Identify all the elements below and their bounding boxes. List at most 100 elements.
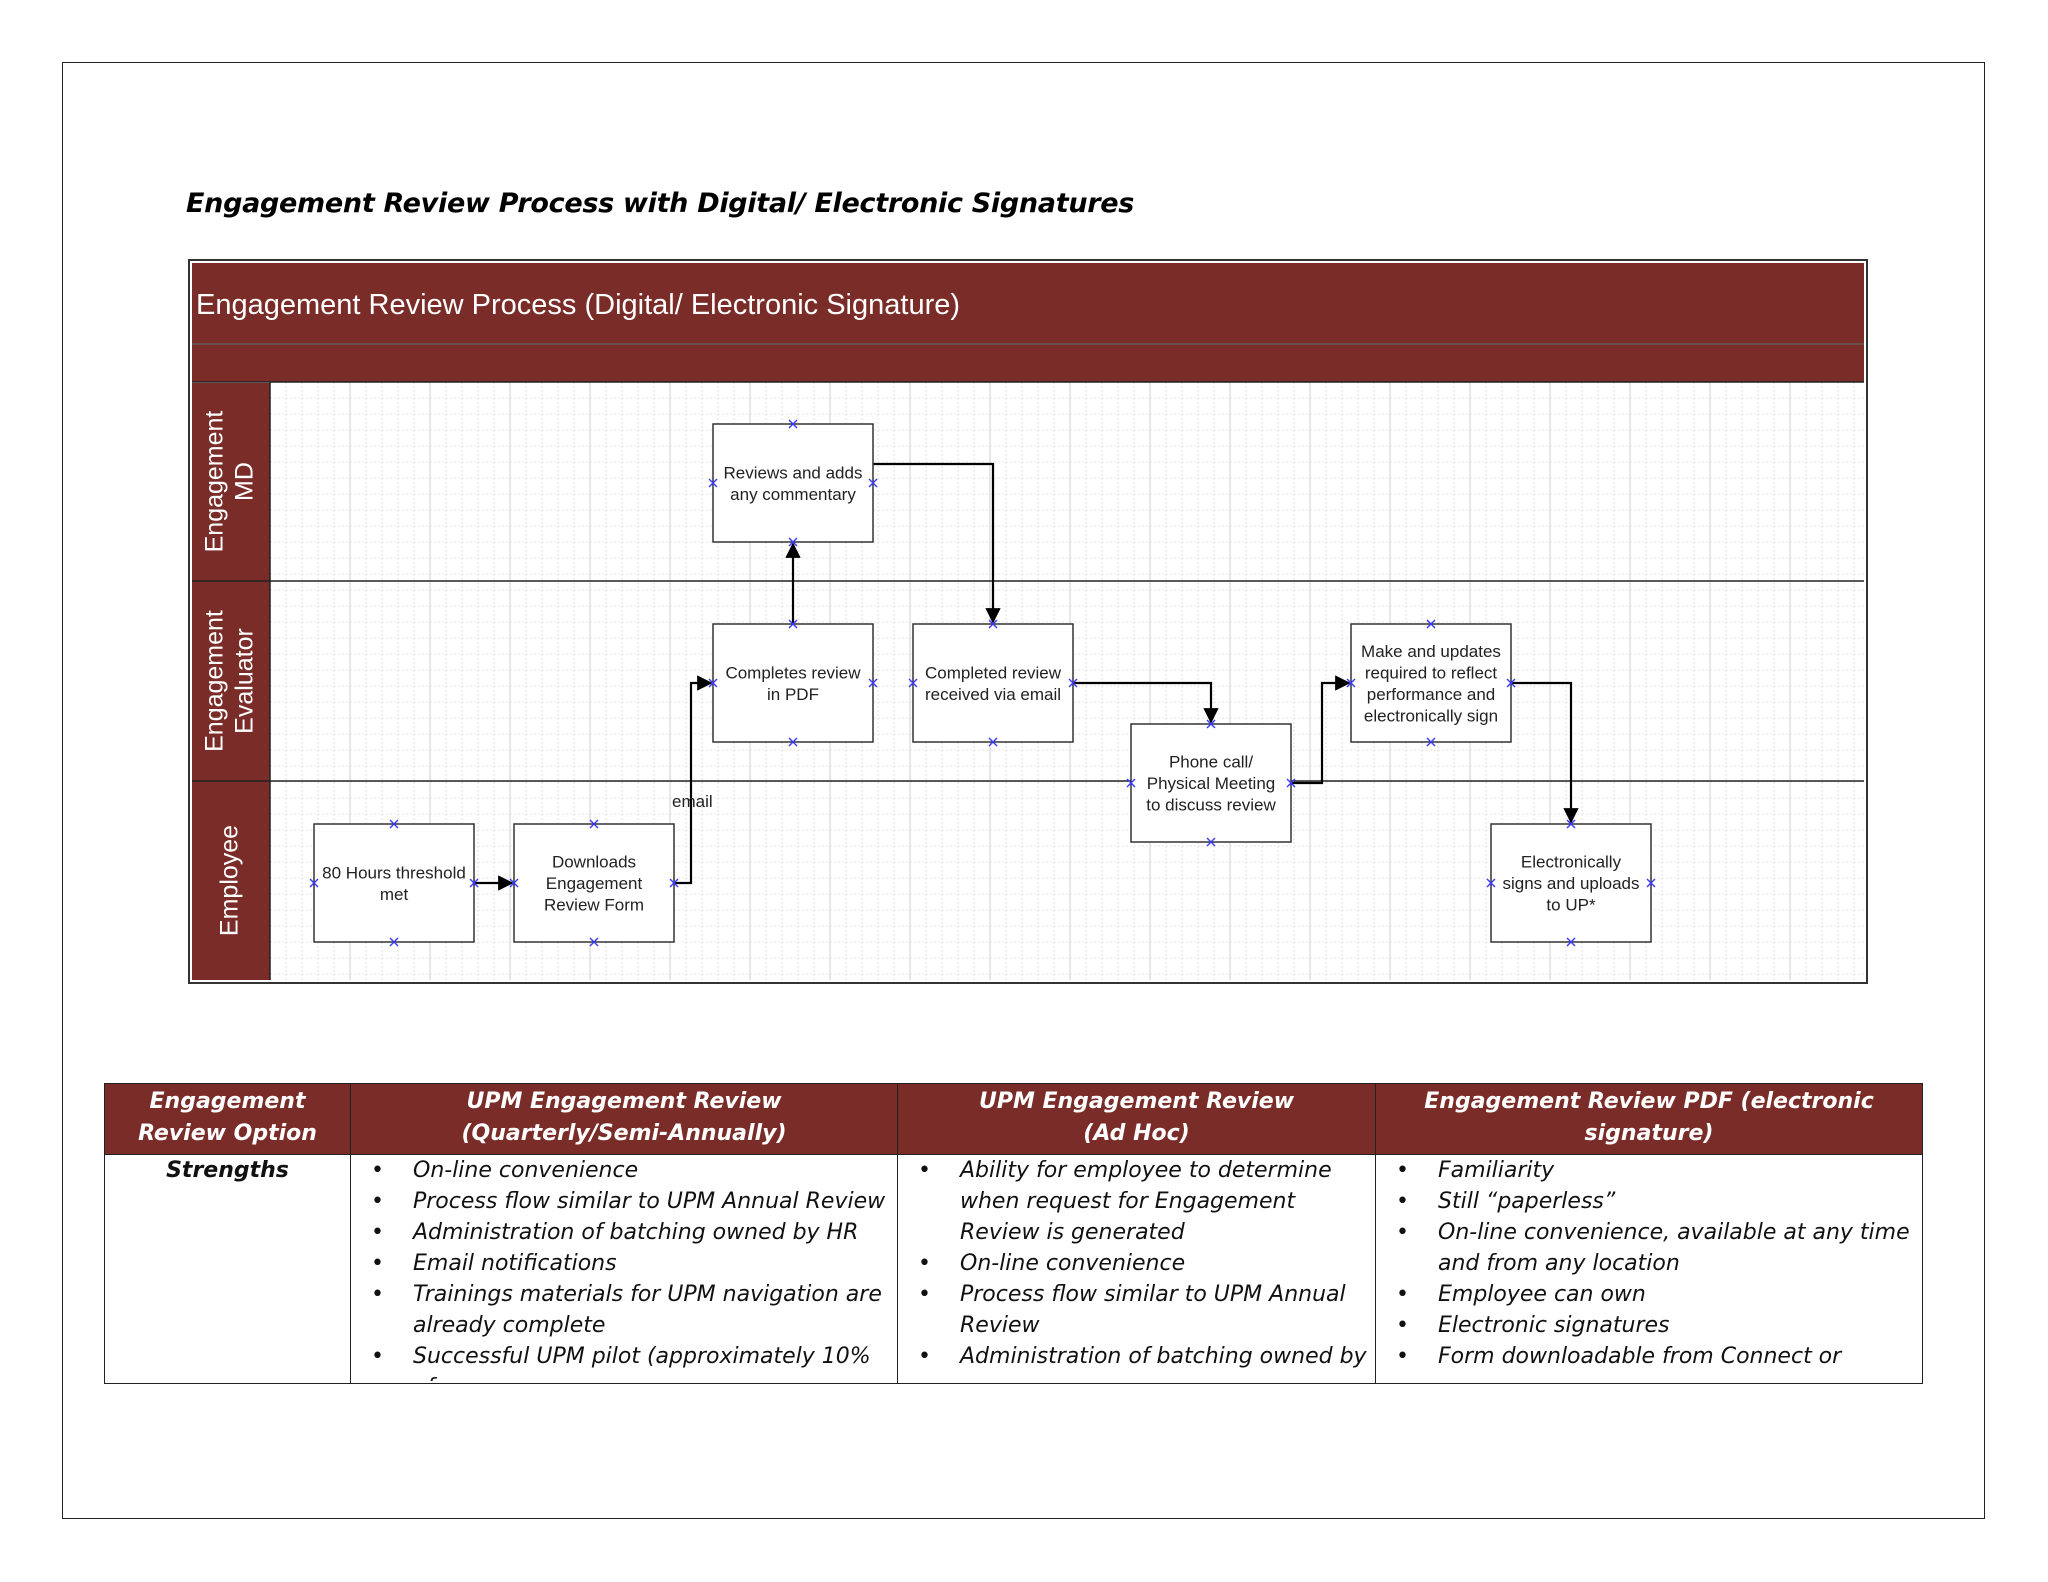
process-step-text: Review Form: [544, 896, 644, 915]
lane-header-column: [192, 383, 270, 980]
connection-handle-icon: [1426, 737, 1436, 747]
process-step-text: electronically sign: [1364, 706, 1498, 725]
list-item: On-line convenience: [357, 1156, 891, 1187]
connection-handle-icon: [509, 878, 519, 888]
connection-handle-icon: [669, 878, 679, 888]
process-step-complete: Completes review in PDF: [708, 619, 878, 747]
bullet-list: Familiarity Still “paperless” On-line co…: [1382, 1156, 1916, 1382]
list-item: Form downloadable from Connect or: [1382, 1341, 1916, 1372]
list-item: On-line convenience: [904, 1248, 1369, 1279]
table-row: Strengths On-line convenience Process fl…: [104, 1154, 1923, 1384]
list-item: Familiarity: [1382, 1156, 1916, 1187]
connection-handle-icon: [1346, 678, 1356, 688]
lane-label-md: MD: [231, 462, 259, 501]
connector-arrow: [1511, 681, 1579, 824]
connection-handle-icon: [708, 478, 718, 488]
list-item: Administration of batching owned by: [904, 1341, 1369, 1372]
list-item: Trainings materials for UPM navigation a…: [357, 1279, 891, 1341]
list-item: On-line convenience, available at any ti…: [1382, 1217, 1916, 1279]
process-step-text: Engagement: [546, 874, 643, 893]
list-item: Employee can own: [1382, 1279, 1916, 1310]
connection-handle-icon: [1506, 678, 1516, 688]
process-step-text: performance and: [1367, 685, 1496, 704]
connector-label: email: [672, 792, 713, 811]
connection-handle-icon: [469, 878, 479, 888]
connection-handle-icon: [868, 478, 878, 488]
process-step-text: Reviews and adds: [724, 463, 863, 482]
process-step-md-review: Reviews and adds any commentary: [708, 419, 878, 547]
connection-handle-icon: [1646, 878, 1656, 888]
bullet-list: On-line convenience Process flow similar…: [357, 1156, 891, 1382]
process-step-text: Phone call/: [1169, 753, 1253, 772]
list-item: Successful UPM pilot (approximately 10% …: [357, 1341, 891, 1381]
connection-handle-icon: [868, 678, 878, 688]
process-step-text: met: [380, 885, 409, 904]
swimlane-diagram: Engagement Review Process (Digital/ Elec…: [188, 259, 1868, 984]
connector-arrow: [1291, 675, 1351, 785]
connection-handle-icon: [988, 737, 998, 747]
process-step-text: Electronically: [1521, 853, 1622, 872]
list-item: Email notifications: [357, 1248, 891, 1279]
connection-handle-icon: [1206, 837, 1216, 847]
process-step-text: Downloads: [552, 853, 636, 872]
bullet-list: Ability for employee to determine when r…: [904, 1156, 1369, 1382]
connection-handle-icon: [389, 819, 399, 829]
process-step-text: any commentary: [730, 485, 856, 504]
connection-handle-icon: [1068, 678, 1078, 688]
connection-handle-icon: [1286, 778, 1296, 788]
document-heading: Engagement Review Process with Digital/ …: [186, 188, 1135, 219]
list-item: Ability for employee to determine when r…: [904, 1156, 1369, 1249]
connection-handle-icon: [788, 737, 798, 747]
strengths-pdf-esignature: Familiarity Still “paperless” On-line co…: [1375, 1154, 1923, 1384]
swimlane-diagram-canvas: Engagement Review Process (Digital/ Elec…: [192, 263, 1864, 980]
process-step-text: Physical Meeting: [1147, 774, 1276, 793]
connector-arrow: [1073, 681, 1219, 724]
header-upm-adhoc: UPM Engagement Review (Ad Hoc): [897, 1083, 1376, 1155]
connection-handle-icon: [788, 537, 798, 547]
comparison-table: Engagement Review Option UPM Engagement …: [104, 1083, 1923, 1384]
connection-handle-icon: [589, 819, 599, 829]
connectors: email: [474, 462, 1579, 891]
diagram-subheader-bar: [192, 345, 1864, 382]
row-label-strengths: Strengths: [104, 1154, 351, 1384]
list-item: Electronic signatures: [1382, 1310, 1916, 1341]
connection-handle-icon: [1126, 778, 1136, 788]
connection-handle-icon: [988, 619, 998, 629]
process-step-meeting: Phone call/Physical Meeting to discuss re…: [1126, 719, 1296, 847]
process-step-text: Make and updates: [1361, 642, 1501, 661]
connection-handle-icon: [1566, 819, 1576, 829]
process-step-text: to UP*: [1546, 896, 1596, 915]
process-step-text: signs and uploads: [1502, 874, 1639, 893]
diagram-title-bar: [192, 263, 1864, 343]
list-item: Still “paperless”: [1382, 1186, 1916, 1217]
lane-label-evaluator: Engagement: [201, 610, 229, 752]
connection-handle-icon: [908, 678, 918, 688]
connection-handle-icon: [389, 937, 399, 947]
process-step-text: in PDF: [767, 685, 819, 704]
diagram-title: Engagement Review Process (Digital/ Elec…: [196, 289, 960, 321]
strengths-upm-quarterly: On-line convenience Process flow similar…: [350, 1154, 898, 1384]
process-step-text: to discuss review: [1146, 796, 1276, 815]
lane-label-md: Engagement: [201, 411, 229, 553]
process-step-threshold: 80 Hours threshold met: [309, 819, 479, 947]
process-step-text: received via email: [925, 685, 1061, 704]
header-upm-quarterly: UPM Engagement Review (Quarterly/Semi-An…: [350, 1083, 898, 1155]
connector-arrow: [674, 675, 713, 885]
process-step-text: Completes review: [725, 663, 861, 682]
comparison-table-container: Engagement Review Option UPM Engagement …: [104, 1083, 1923, 1384]
header-review-option: Engagement Review Option: [104, 1083, 351, 1155]
lane-label-employee: Employee: [216, 825, 244, 936]
table-header-row: Engagement Review Option UPM Engagement …: [104, 1083, 1923, 1155]
process-step-text: 80 Hours threshold: [322, 863, 466, 882]
header-pdf-esignature: Engagement Review PDF (electronic signat…: [1375, 1083, 1923, 1155]
connector-arrow: [873, 462, 1001, 624]
lane-label-evaluator: Evaluator: [231, 628, 259, 734]
list-item: Administration of batching owned by HR: [357, 1217, 891, 1248]
process-step-signs: Electronically signs and uploads to UP*: [1486, 819, 1656, 947]
connection-handle-icon: [708, 678, 718, 688]
strengths-upm-adhoc: Ability for employee to determine when r…: [897, 1154, 1376, 1384]
connection-handle-icon: [589, 937, 599, 947]
connection-handle-icon: [1486, 878, 1496, 888]
